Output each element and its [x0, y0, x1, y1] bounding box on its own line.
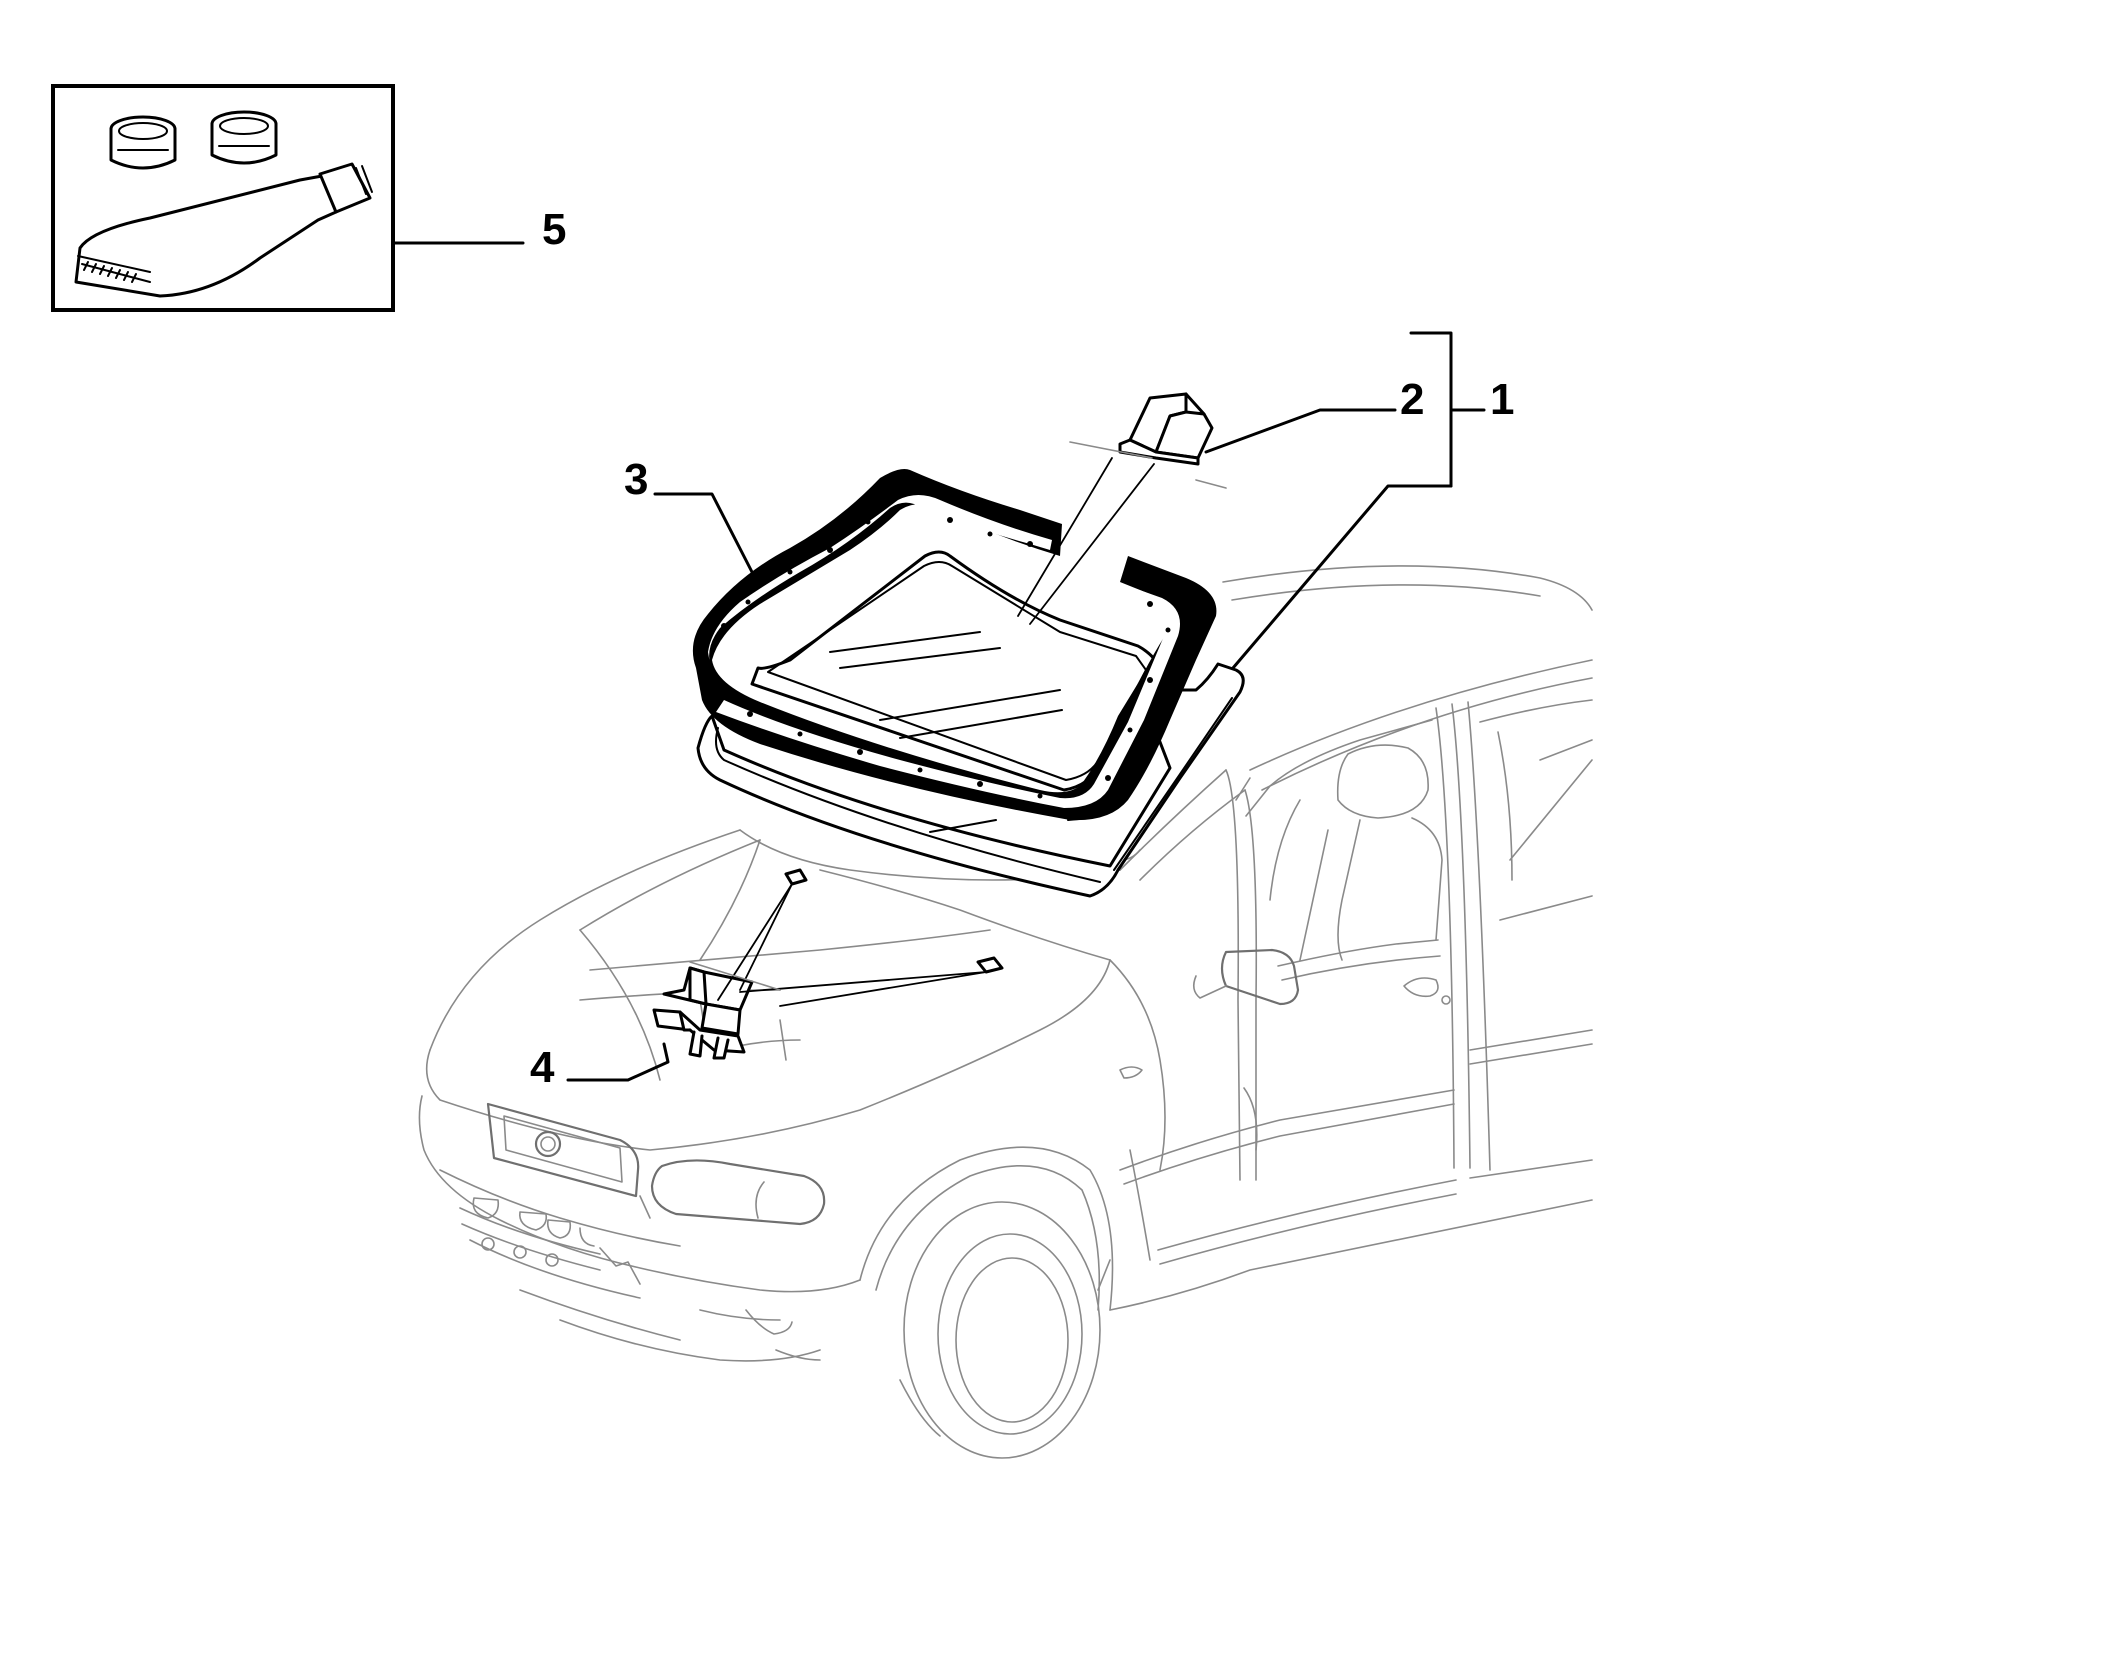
car-outline: [418, 565, 1593, 1459]
leader-lines: [393, 241, 1486, 1082]
clip-icon: [652, 966, 754, 1060]
mirror-mount-bracket-icon: [1017, 392, 1227, 625]
windscreen-seal-icon: [692, 469, 1217, 821]
leader-1: [1231, 484, 1453, 670]
callout-labels: 5 2 1 3 4: [530, 205, 1514, 1092]
callout-4: 4: [530, 1043, 555, 1092]
callout-3: 3: [624, 455, 648, 504]
callout-5: 5: [542, 205, 566, 254]
adhesive-kit-inset: [51, 84, 395, 312]
bracket-1: [1409, 331, 1453, 488]
callout-1: 1: [1490, 375, 1514, 424]
leader-4: [566, 1042, 670, 1082]
leader-2: [1204, 408, 1397, 454]
activator-jar-icon: [210, 110, 278, 165]
adhesive-tube-icon: [74, 162, 373, 298]
callout-2: 2: [1400, 375, 1424, 424]
primer-jar-icon: [109, 115, 177, 170]
leader-3: [653, 492, 754, 574]
clip-position-markers: [689, 868, 1004, 1007]
